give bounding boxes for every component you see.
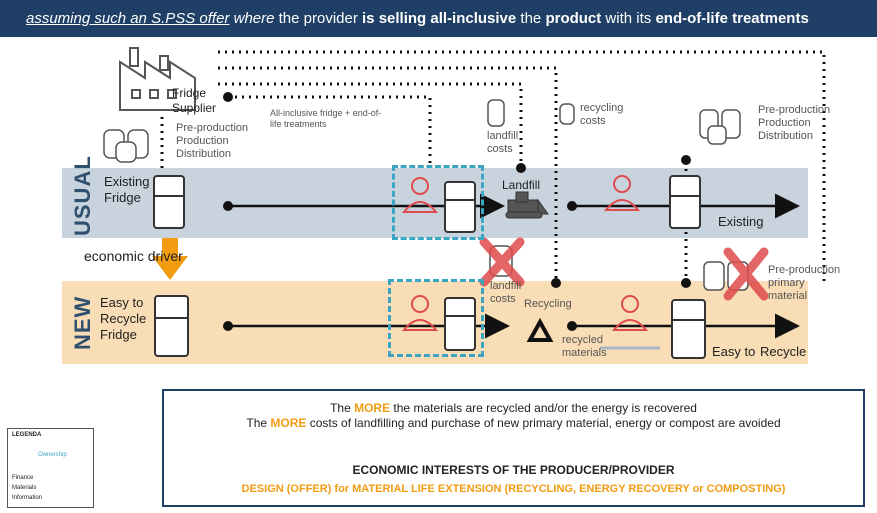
economic-interests-heading: ECONOMIC INTERESTS OF THE PRODUCER/PROVI… (352, 463, 675, 477)
finance-line-recycling (218, 66, 558, 283)
recycling-label: Recycling (524, 298, 572, 310)
landfill-label: Landfill (502, 178, 541, 192)
factory-icon (119, 47, 196, 111)
ownership-box-new (388, 279, 484, 357)
recycle-label: Recycle (760, 344, 807, 359)
title-part-where: where (229, 10, 275, 27)
legend-materials: Materials (12, 485, 37, 491)
title-part-product: product (545, 10, 602, 27)
supplier-steps: Pre-production Production Distribution (176, 122, 249, 160)
title-part-eol: end-of-life treatments (655, 10, 809, 27)
economic-driver-label: economic driver (84, 248, 183, 264)
title-part-provider: the provider (274, 10, 363, 27)
title-part-selling: is selling all-inclusive (362, 10, 517, 27)
primary-material-label: Pre-production primary material (768, 264, 841, 302)
economic-interests-box: The MORE the materials are recycled and/… (162, 389, 865, 507)
existing-label: Existing (718, 214, 764, 229)
legend-title: LEGENDA (12, 432, 42, 438)
bulldozer-icon (505, 191, 549, 219)
title-part-the: the (516, 10, 546, 27)
legend-information: Information (12, 495, 43, 501)
existing-fridge-label: Existing Fridge (104, 174, 150, 205)
title-part-with: with its (601, 10, 656, 27)
title-part-offer: assuming such an S.PSS offer (26, 10, 230, 27)
recycling-costs: recycling costs (580, 102, 624, 127)
red-cross-icon (479, 237, 769, 301)
supplier-label: Fridge Supplier (172, 86, 217, 115)
legend-ownership: Ownership (38, 452, 67, 458)
usual-landfill-costs: landfill costs (487, 130, 519, 155)
legend: LEGENDA Ownership Finance Materials Info… (7, 428, 94, 508)
bundle-label: All-inclusive fridge + end-of- life trea… (270, 108, 382, 129)
coins-icon (103, 99, 749, 291)
fridge-icon (153, 175, 706, 359)
person-icon (401, 175, 649, 331)
statement-line-2: The MORE costs of landfilling and purcha… (246, 416, 781, 430)
recycled-materials-label: recycled materials (562, 334, 607, 359)
ownership-box-usual (392, 165, 484, 240)
right-steps: Pre-production Production Distribution (758, 104, 831, 142)
easy-recycle-fridge-label: Easy to Recycle Fridge (100, 295, 147, 342)
easy-to-label: Easy to (712, 344, 756, 359)
finance-line-landfill (218, 82, 523, 168)
design-statement: DESIGN (OFFER) for MATERIAL LIFE EXTENSI… (241, 483, 786, 495)
new-landfill-costs: landfill costs (490, 280, 522, 305)
statement-line-1: The MORE the materials are recycled and/… (330, 401, 697, 415)
recycle-icon (526, 317, 554, 342)
title-bar: assuming such an S.PSS offer where the p… (0, 0, 877, 37)
legend-finance: Finance (12, 475, 34, 481)
